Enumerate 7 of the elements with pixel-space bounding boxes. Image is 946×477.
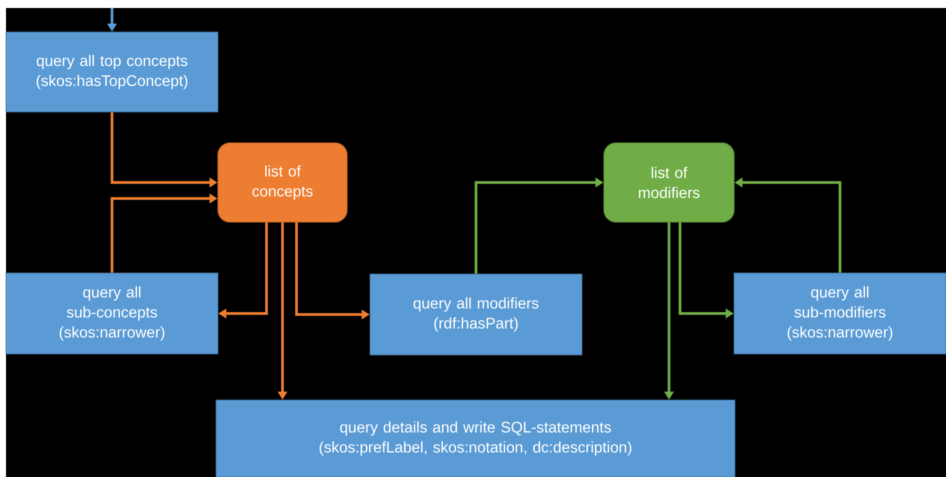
process-box: query all sub-modifiers (skos:narrower) xyxy=(734,272,946,354)
process-box: query all top concepts (skos:hasTopConcept) xyxy=(6,32,218,112)
process-box: query all modifiers (rdf:hasPart) xyxy=(370,274,582,356)
process-box: query details and write SQL-statements (skos:prefLabel, skos:notation, dc:description) xyxy=(216,400,736,477)
process-box: query all sub-concepts (skos:narrower) xyxy=(6,272,218,354)
list-box: list of modifiers xyxy=(603,142,735,223)
list-box: list of concepts xyxy=(217,142,348,223)
